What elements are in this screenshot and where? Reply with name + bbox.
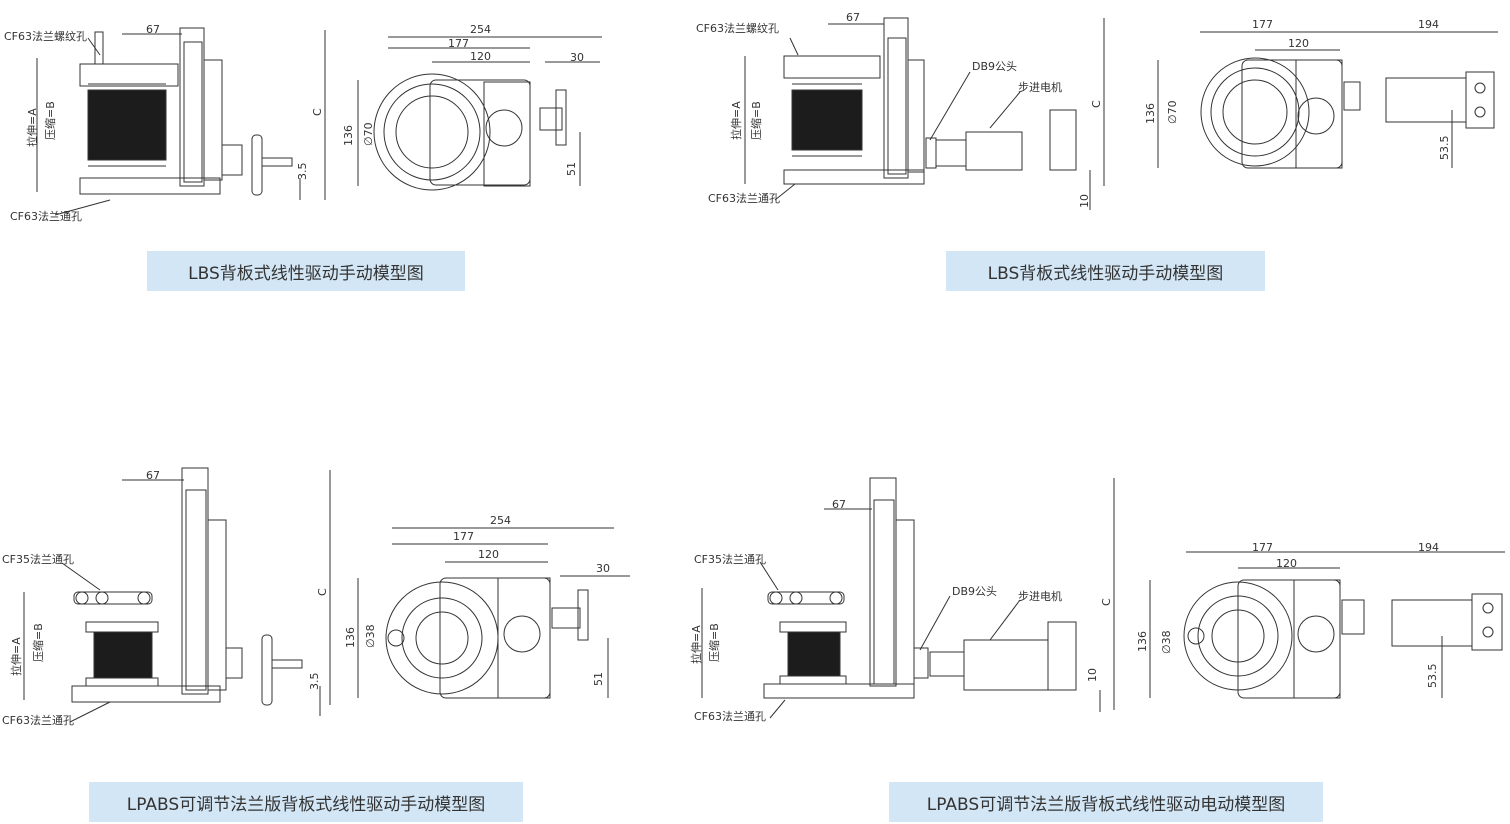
dim-10: 10 [1086, 668, 1099, 682]
label-compress: 压缩=B [32, 623, 45, 662]
dim-177: 177 [453, 530, 474, 543]
label-cf63-through: CF63法兰通孔 [2, 713, 74, 727]
dims-lpabs-electric-front [1149, 551, 1505, 698]
dims-lbs-electric-side [744, 18, 1105, 210]
label-compress: 压缩=B [44, 101, 57, 140]
dim-120: 120 [470, 50, 491, 63]
dim-67: 67 [832, 498, 846, 511]
label-compress: 压缩=B [708, 623, 721, 662]
dim-51: 51 [565, 162, 578, 176]
dim-phi38: ∅38 [1160, 630, 1173, 654]
dim-10: 10 [1078, 194, 1091, 208]
label-cf63-thread: CF63法兰螺纹孔 [4, 29, 87, 43]
dim-177: 177 [1252, 18, 1273, 31]
dims-lpabs-manual-side [23, 470, 331, 723]
label-db9: DB9公头 [972, 60, 1017, 73]
dim-53-5: 53.5 [1426, 664, 1439, 689]
dim-120: 120 [478, 548, 499, 561]
dim-254: 254 [470, 23, 491, 36]
dim-136: 136 [1144, 103, 1157, 124]
label-cf35-through: CF35法兰通孔 [2, 552, 74, 566]
dim-177: 177 [1252, 541, 1273, 554]
dims-lpabs-manual-front [357, 527, 630, 698]
dim-194: 194 [1418, 18, 1439, 31]
dims-lbs-electric-front [1157, 31, 1498, 168]
label-cf63-thread: CF63法兰螺纹孔 [696, 21, 779, 35]
label-cf63-through: CF63法兰通孔 [10, 209, 82, 223]
dim-3-5: 3.5 [296, 163, 309, 181]
drawing-lpabs-manual-side [71, 467, 303, 706]
label-compress: 压缩=B [750, 101, 763, 140]
drawing-lbs-electric-side [783, 17, 1077, 185]
dim-254: 254 [490, 514, 511, 527]
label-tension: 拉伸=A [689, 625, 703, 664]
dim-53-5: 53.5 [1438, 136, 1451, 161]
label-cf35-through: CF35法兰通孔 [694, 552, 766, 566]
dim-120: 120 [1288, 37, 1309, 50]
dim-120: 120 [1276, 557, 1297, 570]
drawing-lpabs-manual-front [385, 577, 589, 699]
dim-67: 67 [846, 11, 860, 24]
caption-lpabs-manual: LPABS可调节法兰版背板式线性驱动手动模型图 [89, 782, 523, 822]
dim-phi70: ∅70 [1166, 100, 1179, 124]
label-stepper: 步进电机 [1018, 589, 1062, 603]
drawing-lpabs-electric-front [1183, 579, 1503, 699]
dim-30: 30 [596, 562, 610, 575]
dim-phi70: ∅70 [362, 122, 375, 146]
label-stepper: 步进电机 [1018, 80, 1062, 94]
dims-lbs-manual-side [36, 30, 326, 216]
caption-lbs-manual: LBS背板式线性驱动手动模型图 [147, 251, 465, 291]
label-cf63-through: CF63法兰通孔 [708, 191, 780, 205]
dims-lpabs-electric-side [701, 478, 1115, 719]
label-tension: 拉伸=A [729, 101, 743, 140]
drawing-lpabs-electric-side [763, 477, 1077, 699]
drawing-lbs-manual-front [373, 73, 567, 191]
dim-c: C [311, 108, 324, 116]
dim-c: C [316, 588, 329, 596]
dim-30: 30 [570, 51, 584, 64]
dim-51: 51 [592, 672, 605, 686]
label-tension: 拉伸=A [25, 108, 39, 147]
dim-phi38: ∅38 [364, 624, 377, 648]
caption-lpabs-electric: LPABS可调节法兰版背板式线性驱动电动模型图 [889, 782, 1323, 822]
dim-67: 67 [146, 23, 160, 36]
dim-67: 67 [146, 469, 160, 482]
dim-194: 194 [1418, 541, 1439, 554]
label-tension: 拉伸=A [9, 637, 23, 676]
label-db9: DB9公头 [952, 585, 997, 598]
dim-136: 136 [344, 627, 357, 648]
drawing-lbs-manual-side [79, 27, 293, 196]
label-cf63-through: CF63法兰通孔 [694, 709, 766, 723]
drawing-lbs-electric-front [1200, 57, 1495, 169]
caption-lbs-electric: LBS背板式线性驱动手动模型图 [946, 251, 1265, 291]
dim-c: C [1090, 100, 1103, 108]
dim-3-5: 3.5 [308, 673, 321, 691]
dim-136: 136 [342, 125, 355, 146]
dims-lbs-manual-front [357, 36, 602, 186]
dim-136: 136 [1136, 631, 1149, 652]
dim-c: C [1100, 598, 1113, 606]
dim-177: 177 [448, 37, 469, 50]
